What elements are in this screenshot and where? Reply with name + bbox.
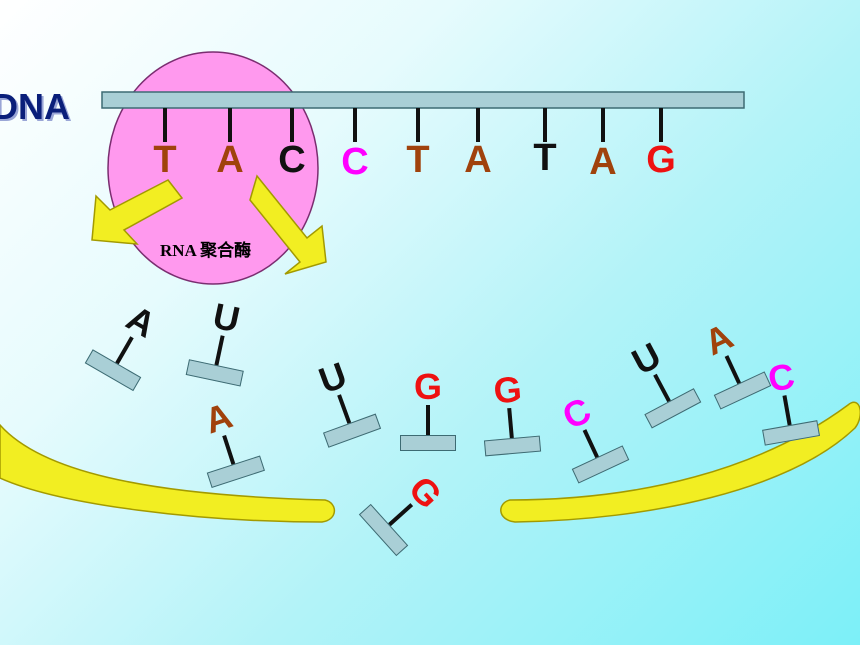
template-base: G bbox=[646, 139, 676, 181]
template-base: C bbox=[341, 141, 369, 183]
nucleotide-block bbox=[400, 435, 456, 451]
template-base: C bbox=[278, 139, 306, 181]
template-base: T bbox=[153, 139, 177, 181]
nucleotide-base: G bbox=[413, 366, 443, 407]
nucleotide-stem bbox=[426, 405, 430, 435]
membrane-right bbox=[500, 401, 860, 523]
template-base: T bbox=[406, 139, 430, 181]
template-base: T bbox=[533, 137, 557, 179]
template-base: A bbox=[589, 141, 617, 183]
rna-polymerase-label: RNA 聚合酶 bbox=[160, 241, 252, 260]
dna-strand bbox=[101, 91, 745, 109]
template-base: A bbox=[216, 139, 244, 181]
template-base: A bbox=[464, 139, 492, 181]
rna-polymerase bbox=[107, 51, 319, 285]
arrow-left bbox=[91, 179, 184, 245]
dna-label: DNA bbox=[0, 86, 70, 127]
membrane-left bbox=[0, 423, 336, 523]
nucleotide-base: G bbox=[491, 368, 524, 412]
template-ticks bbox=[163, 108, 663, 142]
arrow-right bbox=[249, 174, 327, 275]
